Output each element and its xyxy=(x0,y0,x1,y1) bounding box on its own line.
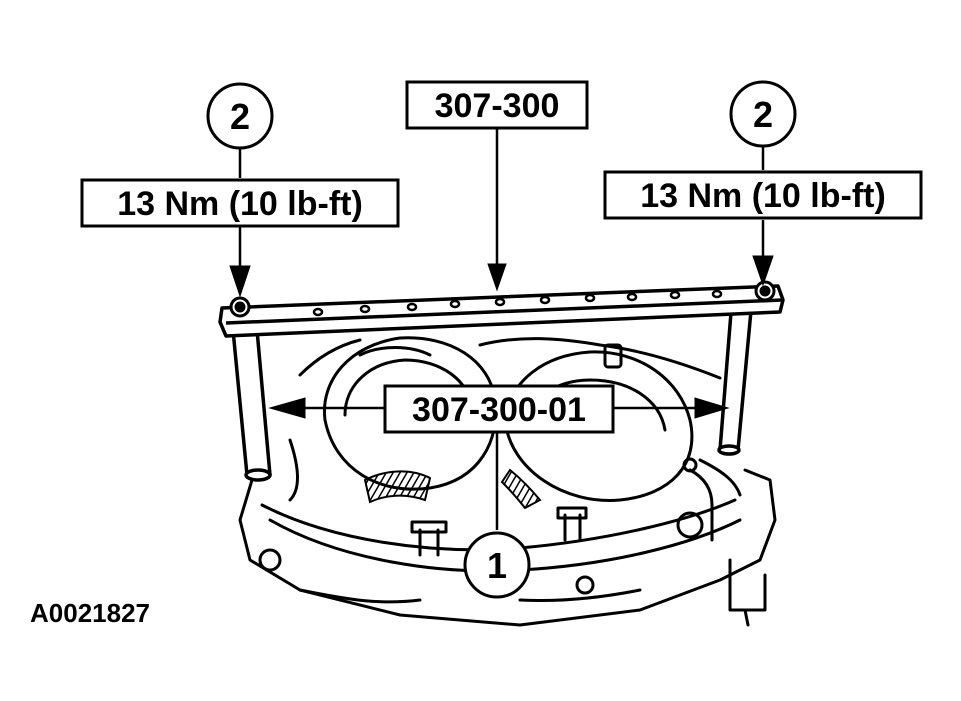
svg-text:1: 1 xyxy=(487,545,507,586)
arrow-down-right xyxy=(752,255,774,287)
gear-teeth-left xyxy=(363,470,432,504)
label-tool-legs: 307-300-01 xyxy=(383,384,615,434)
arrow-right xyxy=(694,397,730,419)
label-torque-left: 13 Nm (10 lb-ft) xyxy=(80,178,400,228)
svg-text:307-300: 307-300 xyxy=(435,87,560,125)
svg-text:307-300-01: 307-300-01 xyxy=(412,391,586,429)
transmission-assembly xyxy=(238,336,777,627)
label-tool-top: 307-300 xyxy=(405,80,589,130)
arrow-down-left xyxy=(229,265,251,298)
svg-text:13 Nm (10 lb-ft): 13 Nm (10 lb-ft) xyxy=(640,177,886,215)
svg-text:13 Nm (10 lb-ft): 13 Nm (10 lb-ft) xyxy=(117,185,363,223)
arrow-left xyxy=(268,397,306,419)
arrow-down-center xyxy=(487,263,507,292)
callout-1-bottom: 1 xyxy=(463,531,531,599)
callout-2-right: 2 xyxy=(729,80,797,148)
arrowheads xyxy=(229,255,774,419)
special-tool xyxy=(218,284,785,482)
tool-bar-holes xyxy=(312,289,723,317)
svg-text:2: 2 xyxy=(230,96,250,137)
tool-bolts xyxy=(229,280,776,318)
figure-id: A0021827 xyxy=(30,598,150,628)
tool-leg-left xyxy=(231,328,272,477)
leader-lines xyxy=(238,128,765,530)
svg-text:2: 2 xyxy=(753,94,773,135)
gear-teeth-right xyxy=(500,468,542,510)
label-torque-right: 13 Nm (10 lb-ft) xyxy=(603,170,923,220)
callout-2-left: 2 xyxy=(206,82,274,150)
tool-leg-right xyxy=(718,298,754,452)
